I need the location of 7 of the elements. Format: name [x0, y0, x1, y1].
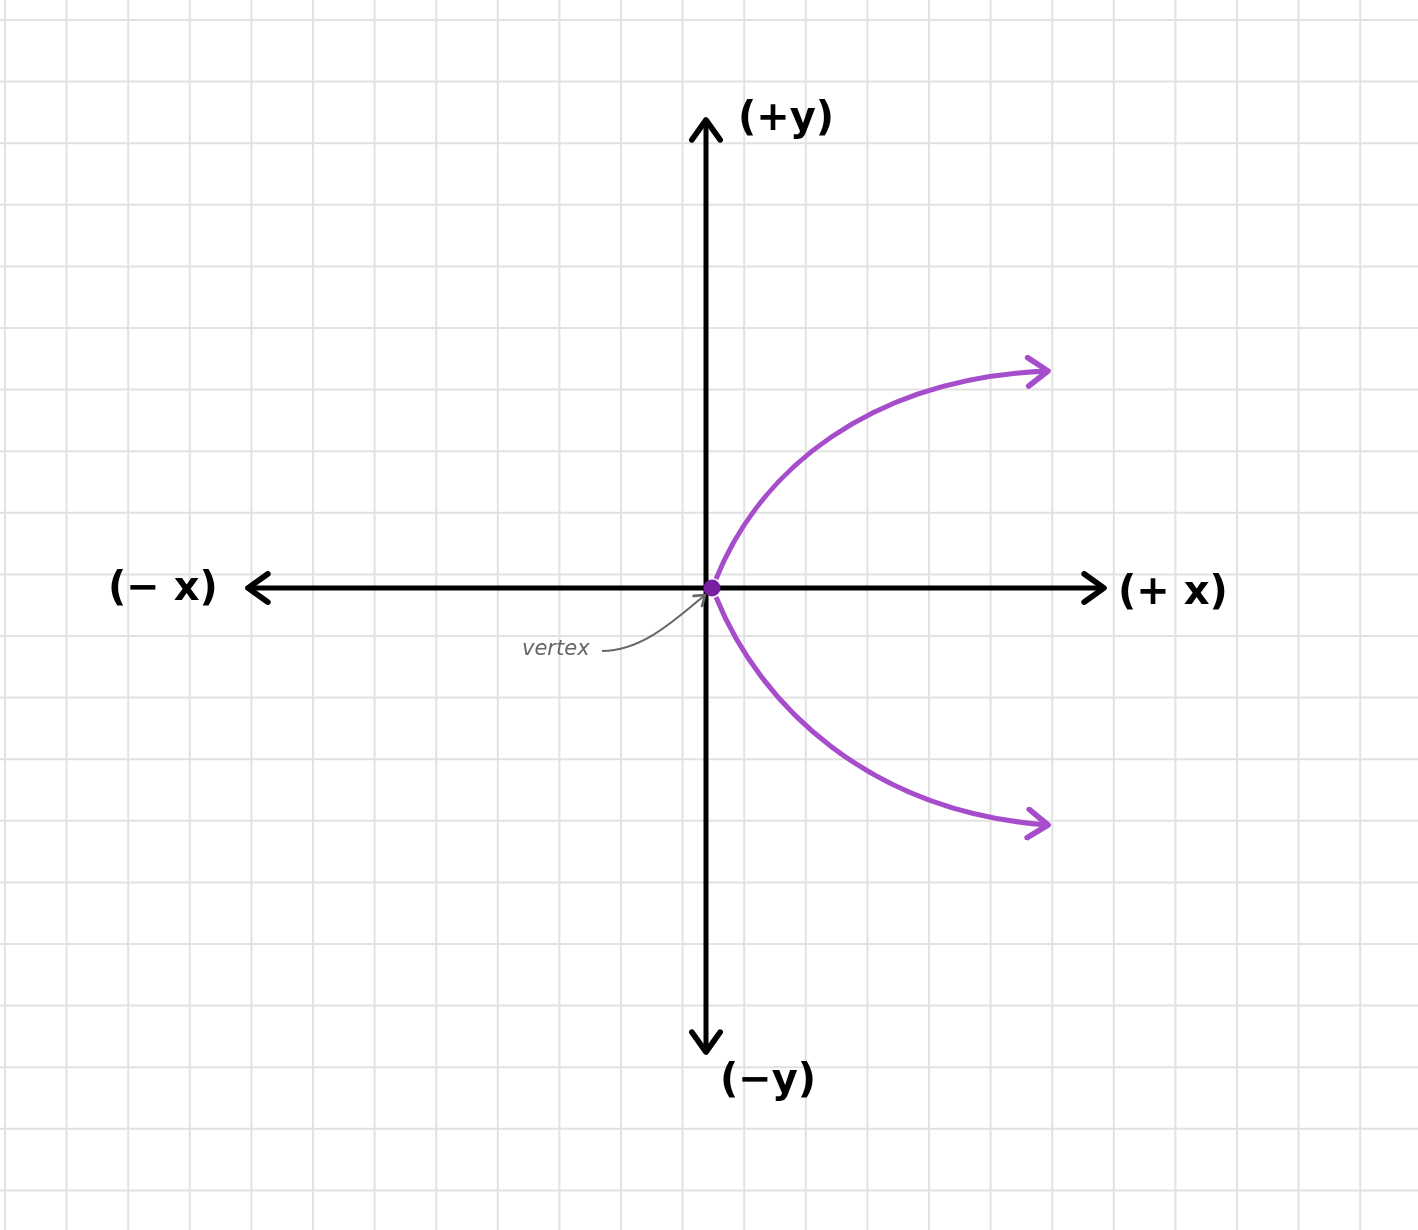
leader-line [601, 593, 707, 652]
axis-label: (+ x) [1118, 570, 1228, 610]
vertex-dot [703, 579, 721, 597]
axis-label: (− x) [108, 566, 218, 606]
parabola-arm [713, 355, 1051, 581]
parabola-arm [713, 595, 1051, 840]
vertex-label: vertex [522, 636, 600, 666]
